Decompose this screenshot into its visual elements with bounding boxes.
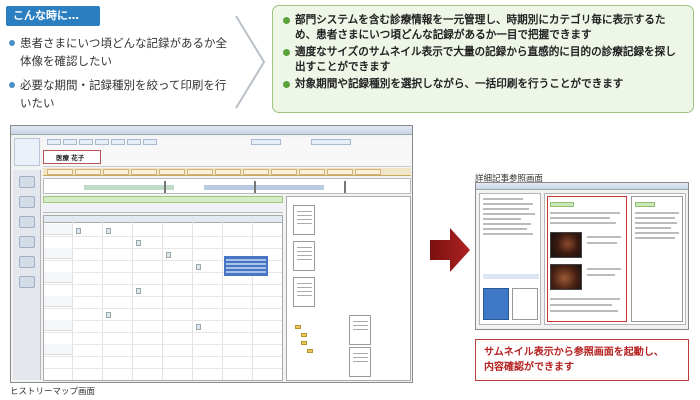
- tab[interactable]: [299, 169, 325, 175]
- timeline-range: [204, 185, 324, 190]
- document-thumbnail[interactable]: [293, 205, 315, 235]
- history-grid: [43, 215, 283, 381]
- row-label: [44, 224, 72, 235]
- record-thumbnail[interactable]: [196, 324, 201, 330]
- tab[interactable]: [159, 169, 185, 175]
- window-titlebar: [11, 126, 412, 135]
- report-document: [631, 196, 683, 322]
- feature-box: 部門システムを含む診療情報を一元管理し、時期別にカテゴリ毎に表示するため、患者さ…: [272, 5, 694, 113]
- document-thumbnail[interactable]: [293, 277, 315, 307]
- row-label: [44, 272, 72, 283]
- report-header: [550, 202, 574, 207]
- feature-item: 対象期間や記録種別を選択しながら、一括印刷を行うことができます: [283, 77, 685, 92]
- when-list: 患者さまにいつ頃どんな記録があるか全体像を確認したい 必要な期間・記録種別を絞っ…: [8, 34, 228, 118]
- chevron-right-icon: [235, 15, 266, 109]
- sidebar-icon[interactable]: [19, 256, 35, 268]
- timeline-bar[interactable]: [43, 178, 411, 194]
- row-label: [44, 344, 72, 355]
- grid-header: [44, 216, 282, 223]
- record-thumbnail[interactable]: [166, 252, 171, 258]
- category-tabs: [43, 168, 411, 176]
- sidebar-icon[interactable]: [19, 276, 35, 288]
- when-badge: こんな時に…: [6, 6, 100, 26]
- toolbar-button[interactable]: [63, 139, 77, 145]
- arrow-right-icon: [430, 228, 470, 272]
- window-titlebar: [476, 183, 688, 190]
- toolbar-button[interactable]: [79, 139, 93, 145]
- selected-thumbnail[interactable]: [483, 288, 509, 320]
- toolbar-button[interactable]: [311, 139, 351, 145]
- document-thumbnail[interactable]: [349, 315, 371, 345]
- endoscope-image[interactable]: [550, 232, 582, 258]
- when-item: 患者さまにいつ頃どんな記録があるか全体像を確認したい: [8, 34, 228, 70]
- toolbar-button[interactable]: [143, 139, 157, 145]
- toolbar-button[interactable]: [111, 139, 125, 145]
- folder-icon[interactable]: [301, 333, 307, 337]
- sidebar-icon[interactable]: [19, 196, 35, 208]
- toolbar-button[interactable]: [47, 139, 61, 145]
- record-detail-pane: [544, 193, 686, 325]
- endoscope-image[interactable]: [550, 264, 582, 290]
- sidebar-icon[interactable]: [19, 216, 35, 228]
- thumbnail-pane: [286, 196, 411, 381]
- sidebar: [13, 170, 41, 380]
- toolbar-button[interactable]: [127, 139, 141, 145]
- row-label: [44, 248, 72, 259]
- record-thumbnail[interactable]: [106, 312, 111, 318]
- timeline-marker[interactable]: [344, 181, 346, 193]
- patient-banner: 医療 花子: [43, 150, 101, 164]
- selected-records[interactable]: [224, 256, 268, 276]
- timeline-marker[interactable]: [254, 181, 256, 193]
- record-thumbnail[interactable]: [106, 228, 111, 234]
- tab[interactable]: [75, 169, 101, 175]
- report-header: [635, 202, 655, 207]
- tab[interactable]: [187, 169, 213, 175]
- folder-icon[interactable]: [295, 325, 301, 329]
- history-map-caption: ヒストリーマップ画面: [10, 387, 96, 397]
- feature-item: 部門システムを含む診療情報を一元管理し、時期別にカテゴリ毎に表示するため、患者さ…: [283, 13, 685, 43]
- timeline-range: [84, 185, 174, 190]
- tab[interactable]: [327, 169, 353, 175]
- sidebar-icon[interactable]: [19, 236, 35, 248]
- tab[interactable]: [355, 169, 381, 175]
- callout-line: 内容確認ができます: [484, 362, 574, 373]
- tab[interactable]: [215, 169, 241, 175]
- tab[interactable]: [131, 169, 157, 175]
- row-label: [44, 296, 72, 307]
- sidebar-icon[interactable]: [19, 176, 35, 188]
- feature-item: 適度なサイズのサムネイル表示で大量の記録から直感的に目的の診療記録を探し出すこと…: [283, 45, 685, 75]
- tab[interactable]: [103, 169, 129, 175]
- record-thumbnail[interactable]: [76, 228, 81, 234]
- row-label: [44, 320, 72, 331]
- callout-box: サムネイル表示から参照画面を起動し、 内容確認ができます: [475, 339, 689, 381]
- folder-icon[interactable]: [301, 341, 307, 345]
- record-thumbnail[interactable]: [196, 264, 201, 270]
- detail-reference-caption: 詳細記事参照画面: [475, 174, 544, 184]
- record-thumbnail[interactable]: [136, 288, 141, 294]
- toolbar-button[interactable]: [95, 139, 109, 145]
- timeline-marker[interactable]: [164, 181, 166, 193]
- tab[interactable]: [271, 169, 297, 175]
- folder-icon[interactable]: [307, 349, 313, 353]
- feature-list: 部門システムを含む診療情報を一元管理し、時期別にカテゴリ毎に表示するため、患者さ…: [283, 13, 685, 92]
- sub-toolbar: [43, 205, 283, 213]
- document-thumbnail[interactable]: [512, 288, 538, 320]
- tab[interactable]: [243, 169, 269, 175]
- record-info-pane: [479, 193, 541, 325]
- callout-line: サムネイル表示から参照画面を起動し、: [484, 347, 664, 358]
- patient-name: 医療 花子: [56, 154, 85, 162]
- detail-reference-window: [475, 182, 689, 330]
- app-logo: [14, 138, 40, 166]
- document-thumbnail[interactable]: [293, 241, 315, 271]
- document-thumbnail[interactable]: [349, 347, 371, 377]
- tab[interactable]: [47, 169, 73, 175]
- date-strip: [43, 196, 283, 203]
- toolbar-button[interactable]: [251, 139, 281, 145]
- history-map-window: 医療 花子: [10, 125, 413, 383]
- when-item: 必要な期間・記録種別を絞って印刷を行いたい: [8, 76, 228, 112]
- record-thumbnail[interactable]: [136, 240, 141, 246]
